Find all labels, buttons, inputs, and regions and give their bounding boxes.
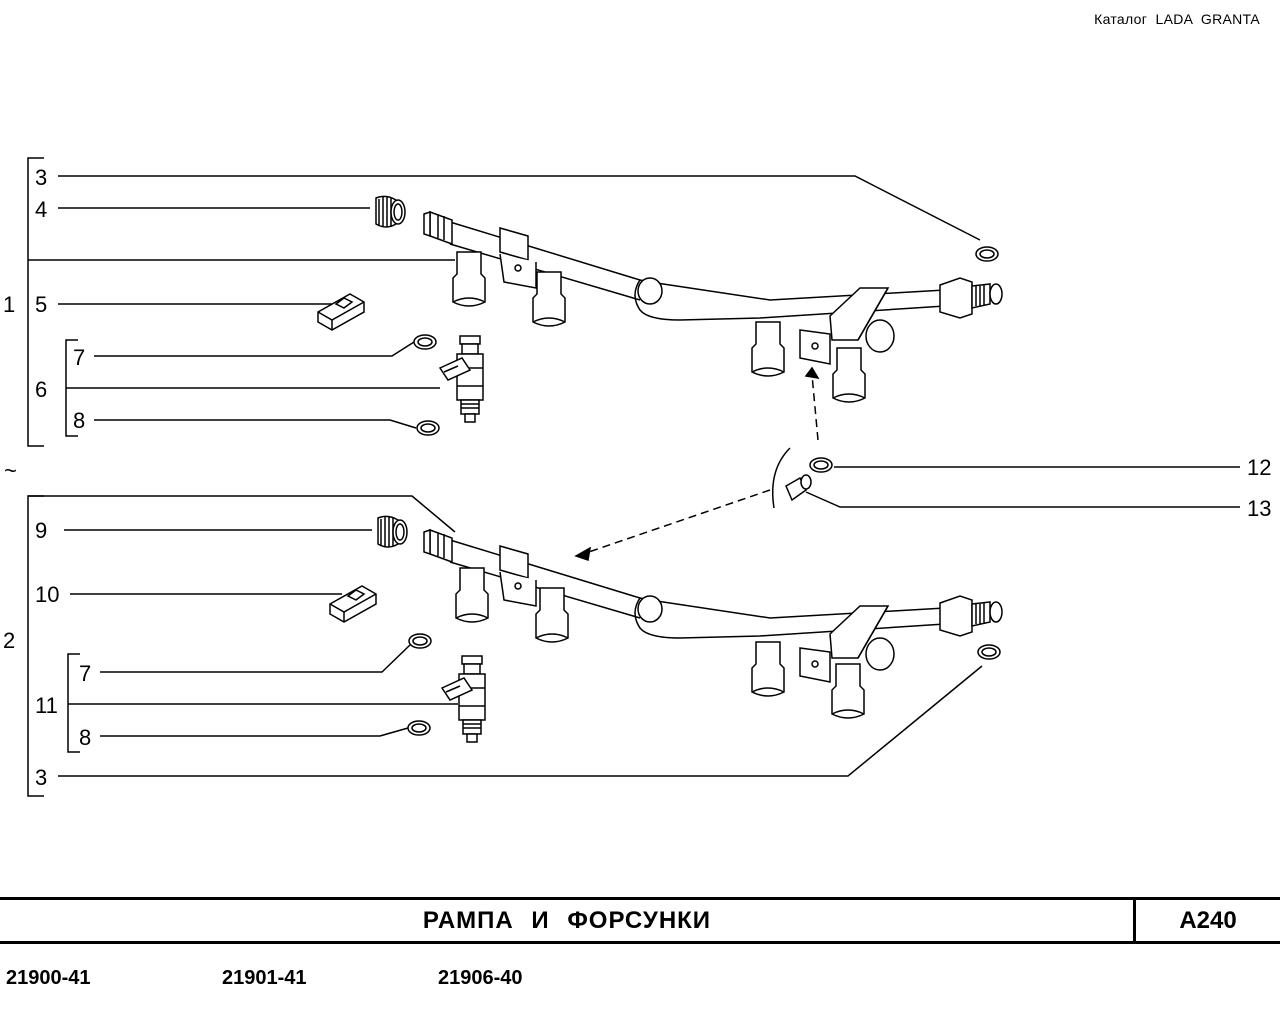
callout-1: 1: [3, 292, 15, 317]
footer-bottom-rule: [0, 941, 1280, 944]
footer-top-rule: [0, 897, 1280, 900]
callout-8-lower: 8: [79, 725, 91, 750]
callout-2: 2: [3, 628, 15, 653]
callout-7-upper: 7: [73, 345, 85, 370]
tilde-separator: ~: [4, 458, 17, 483]
callout-9: 9: [35, 518, 47, 543]
model-code: 21906-40: [438, 967, 523, 989]
title-separator: [1133, 899, 1136, 943]
callout-12: 12: [1247, 455, 1271, 480]
callout-7-lower: 7: [79, 661, 91, 686]
model-list: 21900-41 21901-41 21906-40: [0, 967, 1280, 997]
callout-5: 5: [35, 292, 47, 317]
callout-4: 4: [35, 197, 47, 222]
callout-13: 13: [1247, 496, 1271, 521]
callout-8-upper: 8: [73, 408, 85, 433]
parts-diagram: 3 4 1 5 7 6 8 ~ 12 13 9 10 2 7 11 8 3: [3, 157, 1271, 797]
callout-3-lower: 3: [35, 765, 47, 790]
model-code: 21901-41: [222, 967, 307, 989]
section-code: А240: [1179, 907, 1237, 934]
callout-11: 11: [35, 693, 58, 718]
model-code: 21900-41: [6, 967, 91, 989]
catalog-header: Каталог LADA GRANTA: [1094, 11, 1260, 27]
callout-10: 10: [35, 582, 59, 607]
callout-3-upper: 3: [35, 165, 47, 190]
callout-6: 6: [35, 377, 47, 402]
footer-title-bar: РАМПА И ФОРСУНКИ А240: [0, 899, 1280, 943]
page-title: РАМПА И ФОРСУНКИ: [422, 907, 712, 934]
